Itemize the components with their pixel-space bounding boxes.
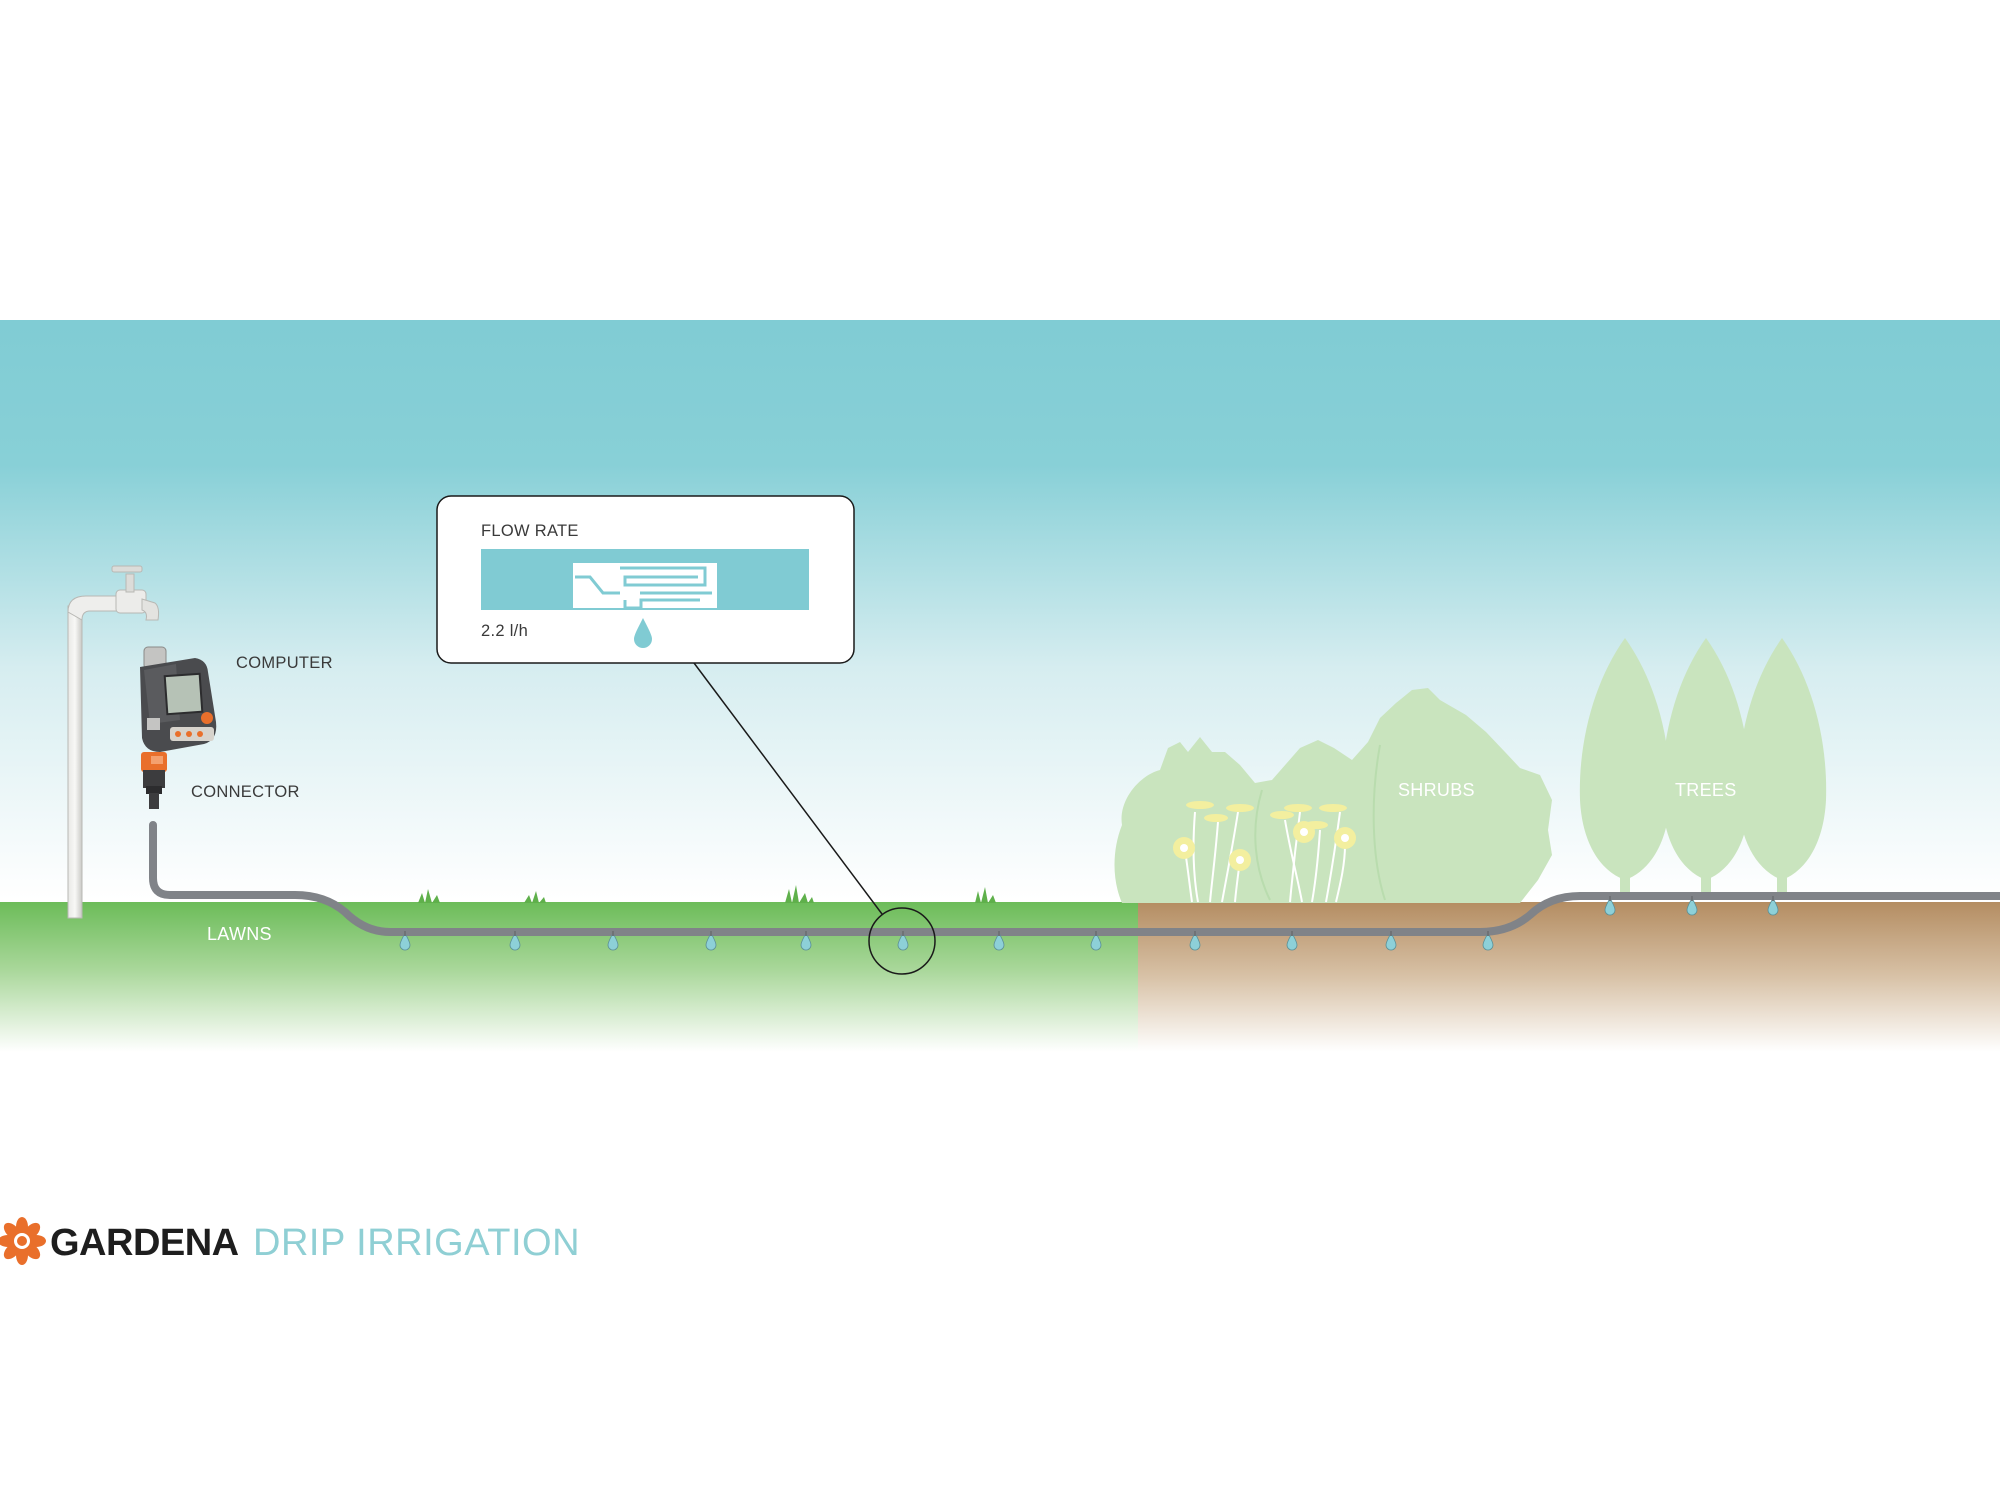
water-drop-icon bbox=[634, 618, 652, 648]
flowers-group bbox=[1173, 801, 1356, 903]
water-computer-icon bbox=[140, 646, 217, 752]
tree-1 bbox=[1579, 638, 1671, 900]
shrubs-label: SHRUBS bbox=[1398, 780, 1475, 800]
zoom-circle bbox=[868, 907, 936, 975]
connector-label: CONNECTOR bbox=[191, 783, 300, 801]
soil-ground bbox=[1138, 902, 2000, 1052]
computer-label: COMPUTER bbox=[236, 654, 333, 672]
callout-leader-line bbox=[693, 662, 883, 915]
tree-3 bbox=[1737, 638, 1827, 900]
labyrinth-channel-icon bbox=[573, 563, 717, 610]
connector-icon bbox=[141, 752, 167, 809]
brand-product: DRIP IRRIGATION bbox=[253, 1222, 580, 1264]
grass-tufts bbox=[418, 885, 996, 903]
trees-group bbox=[1579, 638, 1827, 900]
brand-name: GARDENA bbox=[50, 1222, 239, 1264]
tree-2 bbox=[1661, 638, 1751, 900]
callout-value: 2.2 l/h bbox=[481, 622, 528, 640]
callout-title: FLOW RATE bbox=[481, 522, 579, 540]
shrubs-detail bbox=[1254, 744, 1386, 901]
lawns-label: LAWNS bbox=[207, 924, 272, 944]
drip-pipe bbox=[149, 821, 2000, 936]
lawn-ground bbox=[0, 902, 1138, 1052]
flow-rate-callout: FLOW RATE 2.2 l/h bbox=[436, 495, 855, 664]
shrubs-group bbox=[1114, 688, 1552, 903]
tap-icon bbox=[67, 565, 160, 919]
gardena-logo-icon bbox=[0, 1217, 46, 1265]
trees-label: TREES bbox=[1675, 780, 1737, 800]
